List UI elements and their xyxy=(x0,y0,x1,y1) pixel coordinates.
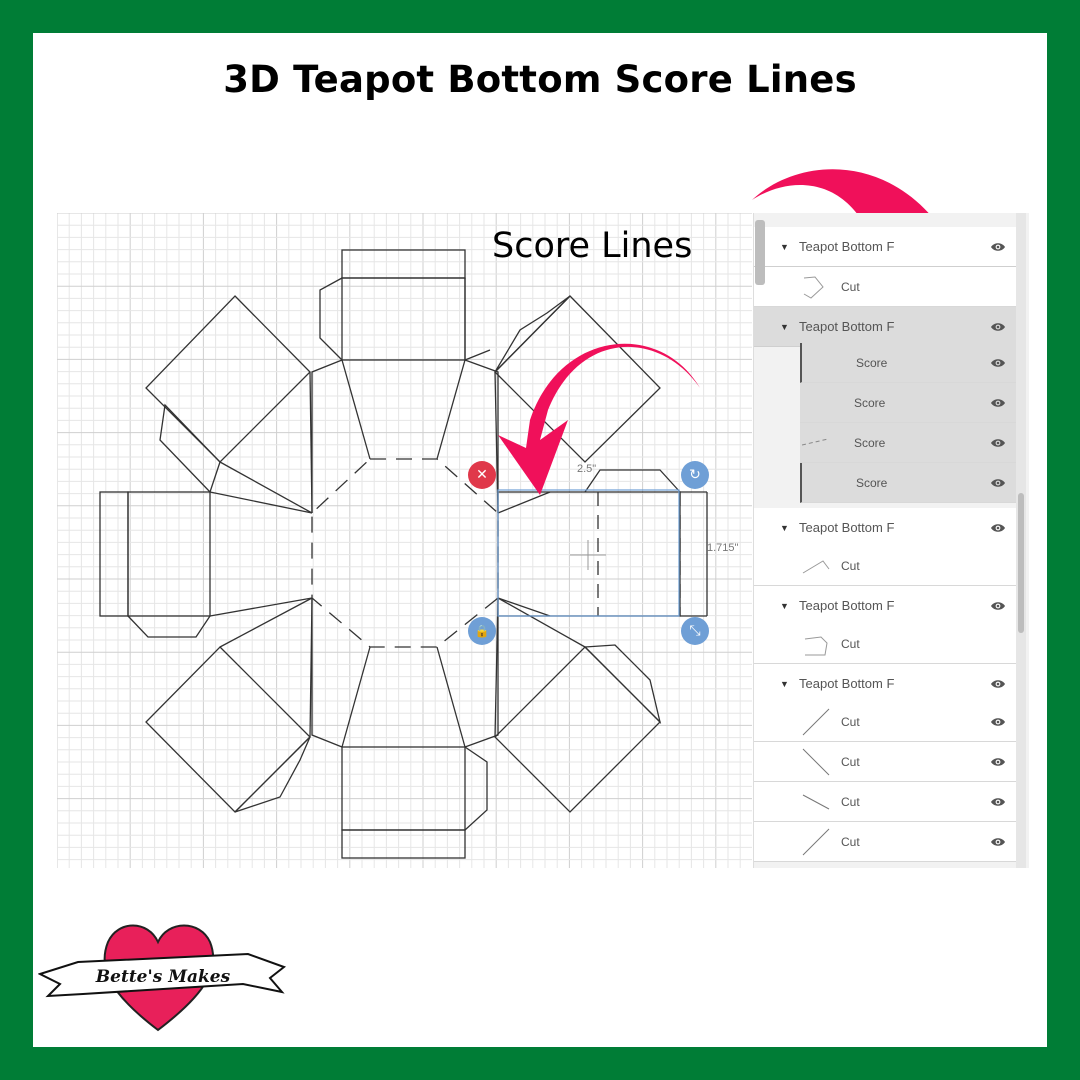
layer-item-label: Cut xyxy=(841,714,860,729)
delete-handle[interactable]: ✕ xyxy=(468,461,496,489)
octagon-score-lines xyxy=(311,458,499,648)
score-lines-annotation: Score Lines xyxy=(492,226,693,266)
layer-group-label: Teapot Bottom F xyxy=(799,598,895,613)
eye-icon[interactable] xyxy=(990,435,1006,451)
eye-icon[interactable] xyxy=(990,395,1006,411)
lock-handle[interactable]: 🔒 xyxy=(468,617,496,645)
layer-item-row[interactable]: Score xyxy=(800,343,1016,383)
cut-shape-thumbnail xyxy=(803,276,824,299)
cut-shape-thumbnail xyxy=(802,560,830,574)
bottom-panel xyxy=(311,598,499,859)
layer-group-row[interactable]: ▼ Teapot Bottom F xyxy=(754,307,1016,347)
layer-item-label: Score xyxy=(854,395,886,410)
layer-item-row[interactable]: Cut xyxy=(754,742,1016,782)
layer-item-label: Cut xyxy=(841,834,860,849)
caret-down-icon[interactable]: ▼ xyxy=(780,522,789,533)
layer-item-row[interactable]: Score xyxy=(800,423,1016,463)
layer-item-row[interactable]: Cut xyxy=(754,267,1016,307)
canvas-grid xyxy=(57,213,752,868)
eye-icon[interactable] xyxy=(990,319,1006,335)
layer-item-row[interactable]: Cut xyxy=(754,546,1016,586)
layer-group-label: Teapot Bottom F xyxy=(799,520,895,535)
eye-icon[interactable] xyxy=(990,676,1006,692)
layer-item-row[interactable]: Cut xyxy=(754,822,1016,862)
layers-scrollbar[interactable] xyxy=(1016,213,1026,868)
cut-shape-thumbnail xyxy=(802,828,830,856)
lock-icon: 🔒 xyxy=(474,624,490,638)
layer-item-label: Cut xyxy=(841,279,860,294)
top-right-panel xyxy=(494,295,661,514)
top-panel xyxy=(311,249,499,513)
layer-group-row[interactable]: ▼ Teapot Bottom F xyxy=(754,664,1016,704)
close-icon: ✕ xyxy=(476,467,488,483)
layer-group-row[interactable]: ▼ Teapot Bottom F xyxy=(754,586,1016,626)
caret-down-icon[interactable]: ▼ xyxy=(780,321,789,332)
logo-text: Bette's Makes xyxy=(95,967,231,987)
left-panel xyxy=(99,491,313,638)
eye-icon[interactable] xyxy=(990,520,1006,536)
layer-item-label: Score xyxy=(856,475,888,490)
arrow-to-canvas xyxy=(498,343,700,495)
eye-icon[interactable] xyxy=(990,834,1006,850)
eye-icon[interactable] xyxy=(990,355,1006,371)
layer-group-label: Teapot Bottom F xyxy=(799,319,895,334)
page-title: 3D Teapot Bottom Score Lines xyxy=(223,58,857,101)
resize-icon: ⤡ xyxy=(689,623,701,639)
layer-item-row[interactable]: Cut xyxy=(754,702,1016,742)
layer-item-row[interactable]: Cut xyxy=(754,624,1016,664)
eye-icon[interactable] xyxy=(990,475,1006,491)
width-dimension: 2.5" xyxy=(577,463,597,475)
cut-shape-thumbnail xyxy=(802,748,830,776)
rotate-handle[interactable]: ↻ xyxy=(681,461,709,489)
canvas-grid-svg xyxy=(57,213,752,868)
right-panel xyxy=(497,469,708,617)
score-line-thumbnail xyxy=(802,438,828,446)
bottom-left-panel xyxy=(145,597,313,813)
resize-handle[interactable]: ⤡ xyxy=(681,617,709,645)
caret-down-icon[interactable]: ▼ xyxy=(780,241,789,252)
selection-center-crosshair xyxy=(570,540,606,570)
scrollbar-thumb[interactable] xyxy=(1018,493,1024,633)
layer-group-label: Teapot Bottom F xyxy=(799,676,895,691)
eye-icon[interactable] xyxy=(990,239,1006,255)
layer-item-label: Cut xyxy=(841,754,860,769)
cut-shape-thumbnail xyxy=(802,794,830,810)
layer-group-row[interactable]: ▼ Teapot Bottom F xyxy=(754,227,1016,267)
eye-icon[interactable] xyxy=(990,794,1006,810)
layer-group-label: Teapot Bottom F xyxy=(799,239,895,254)
cut-shape-thumbnail xyxy=(804,636,828,656)
rotate-icon: ↻ xyxy=(689,467,701,483)
design-canvas[interactable] xyxy=(57,213,752,868)
layer-group-row[interactable]: ▼ Teapot Bottom F xyxy=(754,508,1016,548)
layers-panel: ▼ Teapot Bottom F Cut ▼ Teapot Bottom F … xyxy=(753,213,1029,868)
caret-down-icon[interactable]: ▼ xyxy=(780,678,789,689)
layer-item-label: Score xyxy=(854,435,886,450)
eye-icon[interactable] xyxy=(990,598,1006,614)
eye-icon[interactable] xyxy=(990,714,1006,730)
heart-banner-logo: Bette's Makes xyxy=(38,924,287,1032)
cut-shape-thumbnail xyxy=(802,708,830,736)
caret-down-icon[interactable]: ▼ xyxy=(780,600,789,611)
top-left-panel xyxy=(145,295,313,514)
layer-item-row[interactable]: Score xyxy=(800,463,1016,503)
height-dimension: 1.715" xyxy=(707,542,739,554)
selection-box[interactable] xyxy=(497,489,680,617)
layer-item-row[interactable]: Score xyxy=(800,383,1016,423)
layer-item-label: Cut xyxy=(841,636,860,651)
layer-item-label: Cut xyxy=(841,558,860,573)
layer-item-row[interactable]: Cut xyxy=(754,782,1016,822)
layer-item-label: Cut xyxy=(841,794,860,809)
bottom-right-panel xyxy=(494,597,662,813)
eye-icon[interactable] xyxy=(990,754,1006,770)
panel-scroll-indicator[interactable] xyxy=(755,220,765,285)
layer-item-label: Score xyxy=(856,355,888,370)
